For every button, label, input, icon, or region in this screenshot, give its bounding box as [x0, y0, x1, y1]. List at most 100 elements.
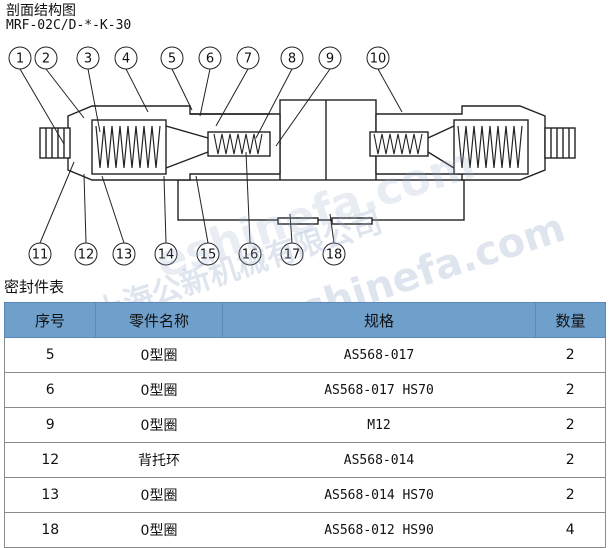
table-row: 18 0型圈 AS568-012 HS90 4 [4, 512, 606, 548]
callout-bubble-5 [160, 46, 184, 70]
callout-leader-1 [19, 68, 65, 145]
cell-qty: 2 [535, 442, 606, 478]
cell-qty: 2 [535, 407, 606, 443]
callout-number-18: 18 [326, 248, 343, 263]
cell-spec: AS568-017 HS70 [222, 372, 536, 408]
cell-index: 9 [4, 407, 96, 443]
cell-part: 0型圈 [95, 477, 223, 513]
seal-table: 序号 零件名称 规格 数量 5 0型圈 AS568-017 2 6 0型圈 AS… [4, 302, 606, 548]
callout-bubble-8 [280, 46, 304, 70]
port-rect-right [331, 217, 373, 225]
callout-number-2: 2 [42, 52, 50, 67]
left-adjust-knob [39, 127, 71, 159]
callout-number-3: 3 [84, 52, 92, 67]
callout-number-1: 1 [16, 52, 24, 67]
callout-bubble-16 [238, 242, 262, 266]
table-row: 5 0型圈 AS568-017 2 [4, 337, 606, 373]
col-header-qty: 数量 [535, 302, 606, 338]
callout-leader-3 [87, 68, 101, 133]
callout-number-12: 12 [78, 248, 95, 263]
callout-bubble-6 [198, 46, 222, 70]
callout-bubble-10 [366, 46, 390, 70]
cell-index: 13 [4, 477, 96, 513]
callout-number-9: 9 [326, 52, 334, 67]
port-rect-left [277, 217, 319, 225]
col-header-spec: 规格 [222, 302, 536, 338]
left-spring-chamber [91, 119, 167, 175]
col-header-index: 序号 [4, 302, 96, 338]
callout-leader-2 [45, 68, 85, 119]
cell-index: 6 [4, 372, 96, 408]
cell-part: 0型圈 [95, 407, 223, 443]
callout-bubble-18 [322, 242, 346, 266]
callout-bubble-2 [34, 46, 58, 70]
callout-number-14: 14 [158, 248, 175, 263]
col-header-part: 零件名称 [95, 302, 223, 338]
cell-part: 0型圈 [95, 512, 223, 548]
right-spring [457, 125, 523, 169]
callout-number-7: 7 [244, 52, 252, 67]
cell-spec: M12 [222, 407, 536, 443]
page-title: 剖面结构图 [6, 3, 76, 19]
callout-leader-12 [83, 173, 87, 244]
table-row: 6 0型圈 AS568-017 HS70 2 [4, 372, 606, 408]
callout-leader-5 [171, 68, 193, 111]
callout-number-15: 15 [200, 248, 217, 263]
callout-leader-6 [199, 68, 211, 117]
callout-number-8: 8 [288, 52, 296, 67]
callout-leader-16 [245, 151, 251, 244]
cell-index: 5 [4, 337, 96, 373]
table-row: 9 0型圈 M12 2 [4, 407, 606, 443]
base-plate [177, 179, 465, 221]
cell-part: 背托环 [95, 442, 223, 478]
callout-leader-11 [39, 161, 75, 244]
left-spring [95, 125, 161, 169]
cell-part: 0型圈 [95, 372, 223, 408]
callout-leader-7 [215, 68, 249, 127]
cell-qty: 2 [535, 337, 606, 373]
right-adjust-knob [544, 127, 576, 159]
callout-number-10: 10 [370, 52, 387, 67]
left-small-spring [213, 133, 263, 155]
cell-index: 12 [4, 442, 96, 478]
callout-bubble-3 [76, 46, 100, 70]
right-spring-chamber [453, 119, 529, 175]
table-row: 13 0型圈 AS568-014 HS70 2 [4, 477, 606, 513]
callout-leader-4 [125, 68, 149, 113]
right-small-spring [373, 133, 423, 155]
cell-qty: 2 [535, 372, 606, 408]
cell-spec: AS568-017 [222, 337, 536, 373]
callout-bubble-4 [114, 46, 138, 70]
callout-number-5: 5 [168, 52, 176, 67]
callout-bubble-1 [8, 46, 32, 70]
callout-bubble-9 [318, 46, 342, 70]
seal-table-title: 密封件表 [4, 278, 65, 296]
callout-bubble-17 [280, 242, 304, 266]
callout-number-4: 4 [122, 52, 130, 67]
callout-leader-8 [255, 68, 293, 139]
callout-number-11: 11 [32, 248, 49, 263]
table-header-row: 序号 零件名称 规格 数量 [4, 302, 606, 338]
callout-bubble-11 [28, 242, 52, 266]
callout-number-6: 6 [206, 52, 214, 67]
cell-qty: 2 [535, 477, 606, 513]
callout-bubble-7 [236, 46, 260, 70]
callout-leader-17 [289, 213, 293, 244]
cell-index: 18 [4, 512, 96, 548]
model-code: MRF-02C/D-*-K-30 [6, 18, 132, 33]
callout-bubble-12 [74, 242, 98, 266]
callout-bubble-14 [154, 242, 178, 266]
callout-bubble-15 [196, 242, 220, 266]
callout-number-16: 16 [242, 248, 259, 263]
callout-leader-18 [329, 213, 335, 244]
cell-spec: AS568-012 HS90 [222, 512, 536, 548]
cell-spec: AS568-014 [222, 442, 536, 478]
callout-number-17: 17 [284, 248, 301, 263]
valve-drawing [39, 99, 576, 225]
callout-leader-15 [195, 175, 209, 244]
callout-leader-13 [101, 175, 125, 244]
callout-number-13: 13 [116, 248, 133, 263]
callout-leader-14 [163, 175, 167, 244]
